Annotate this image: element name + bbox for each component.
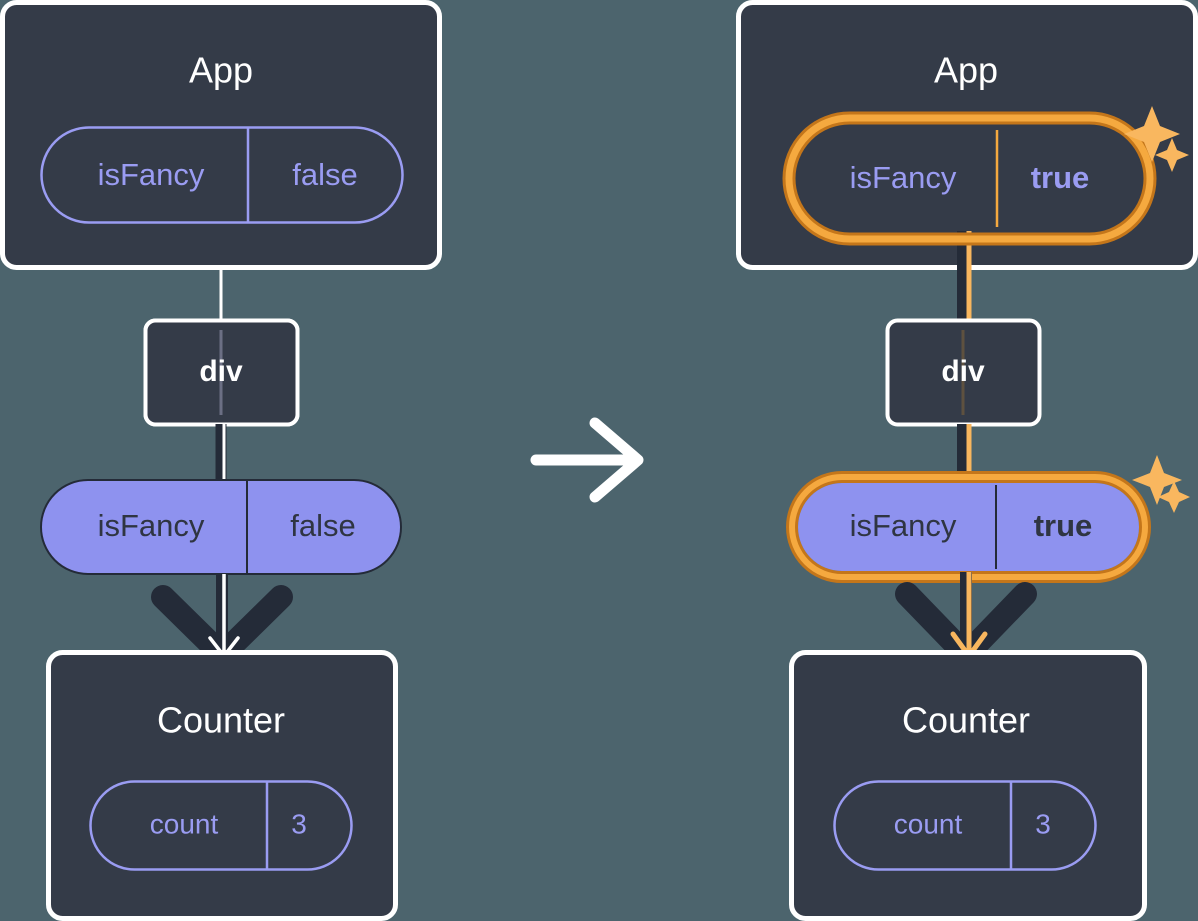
counter-state-pill-before: count 3: [89, 780, 353, 871]
app-title-after: App: [934, 50, 998, 91]
pill-key: count: [150, 808, 219, 839]
pill-value: true: [1031, 160, 1090, 195]
prop-pill-after: isFancy true: [786, 471, 1151, 583]
div-label-before: div: [199, 355, 243, 388]
counter-box-after: [789, 650, 1147, 921]
pill-body: [798, 483, 1139, 571]
pill-body: [797, 126, 1142, 231]
app-state-pill-after: isFancy true: [782, 111, 1157, 246]
counter-title-before: Counter: [157, 700, 285, 741]
sparkle-large-icon-2: [1132, 455, 1182, 505]
prop-pill-before: isFancy false: [40, 479, 402, 575]
app-state-pill-before: isFancy false: [40, 126, 404, 224]
pill-value: true: [1034, 508, 1093, 543]
counter-title-after: Counter: [902, 700, 1030, 741]
pill-value: false: [292, 157, 357, 192]
arrow-prop-to-counter-before: [151, 574, 293, 667]
arrow-right-icon: [530, 417, 644, 503]
panel-after: App isFancy true div: [736, 0, 1198, 921]
panel-before: App isFancy false div isFancy false: [0, 0, 442, 921]
pill-highlight-ring-inner: [785, 114, 1154, 243]
pill-outline: [89, 780, 353, 871]
pill-value: false: [290, 508, 355, 543]
pill-value: 3: [291, 808, 307, 839]
pill-key: isFancy: [98, 157, 205, 192]
sparkle-large-icon: [1124, 106, 1180, 162]
arrowhead-highlight-after: [950, 572, 988, 659]
div-label-after: div: [941, 355, 985, 388]
pill-outline: [40, 126, 404, 224]
pill-key: isFancy: [98, 508, 205, 543]
app-box-before: [0, 0, 442, 270]
pill-key: isFancy: [850, 160, 957, 195]
pill-outline: [833, 780, 1097, 871]
arrowhead-white-before: [208, 574, 240, 658]
sparkle-small-icon: [1155, 138, 1189, 172]
counter-box-before: [46, 650, 398, 921]
app-title-before: App: [189, 50, 253, 91]
pill-key: count: [894, 808, 963, 839]
pill-key: isFancy: [850, 508, 957, 543]
sparkle-small-icon-2: [1158, 481, 1190, 513]
pill-value: 3: [1035, 808, 1051, 839]
counter-state-pill-after: count 3: [833, 780, 1097, 871]
